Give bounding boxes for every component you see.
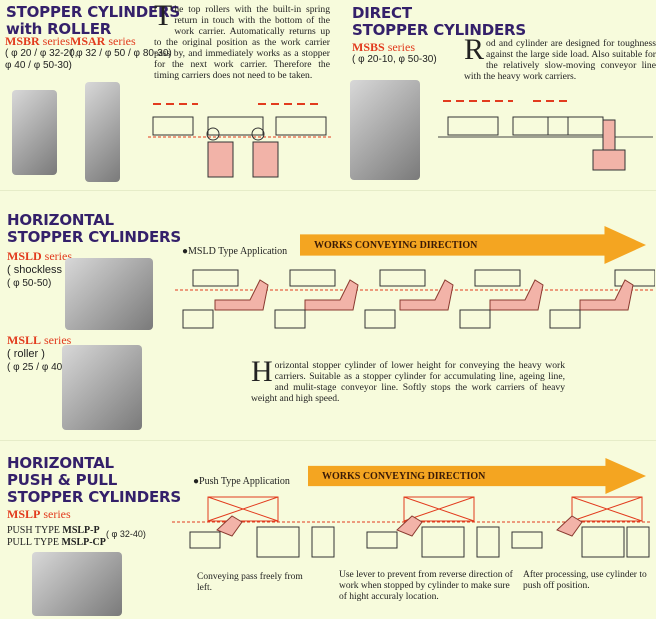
description-text: orizontal stopper cylinder of lower heig… bbox=[251, 360, 565, 404]
series-code: MSLD bbox=[7, 249, 42, 263]
msll-series: MSLL series bbox=[7, 333, 71, 348]
title-line: STOPPER CYLINDERS bbox=[352, 21, 527, 39]
drop-cap: T bbox=[154, 0, 173, 32]
msld-series: MSLD series bbox=[7, 249, 72, 264]
roller-diagram bbox=[148, 103, 333, 178]
mslp-product-photo bbox=[32, 552, 122, 616]
title-line: HORIZONTAL bbox=[7, 454, 114, 472]
push-application-label: ●Push Type Application bbox=[193, 476, 290, 487]
msbr-product-photo bbox=[12, 90, 57, 175]
series-word: series bbox=[387, 40, 416, 54]
msld-application-label: ●MSLD Type Application bbox=[182, 246, 288, 257]
msld-diagram bbox=[175, 269, 655, 329]
series-word: series bbox=[44, 333, 72, 347]
mslp-sizes: ( φ 32-40) bbox=[106, 529, 146, 539]
title-line: STOPPER CYLINDERS bbox=[7, 488, 182, 506]
section-divider bbox=[0, 440, 656, 441]
msll-note: ( roller ) bbox=[7, 348, 45, 360]
step-caption: After processing, use cylinder to push o… bbox=[523, 570, 647, 591]
drop-cap: H bbox=[251, 355, 273, 388]
section-divider bbox=[0, 190, 656, 191]
title-line: with ROLLER bbox=[6, 20, 112, 38]
step-caption: Use lever to prevent from reverse direct… bbox=[339, 570, 513, 602]
msld-sizes: ( φ 50-50) bbox=[7, 278, 52, 289]
title-line: HORIZONTAL bbox=[7, 211, 114, 229]
drop-cap: R bbox=[464, 33, 485, 66]
size-line: φ 40 / φ 50-30) bbox=[5, 60, 72, 71]
msbs-product-photo bbox=[350, 80, 420, 180]
model-code: MSLP-P bbox=[62, 525, 100, 536]
push-type: PUSH TYPE MSLP-P bbox=[7, 525, 106, 537]
msbs-series: MSBS series bbox=[352, 40, 415, 55]
title-line: PUSH & PULL bbox=[7, 471, 118, 489]
conveying-direction-arrow: WORKS CONVEYING DIRECTION bbox=[308, 458, 646, 494]
mslp-types: PUSH TYPE MSLP-P PULL TYPE MSLP-CP bbox=[7, 525, 106, 549]
push-diagram bbox=[172, 496, 652, 558]
msld-product-photo bbox=[65, 258, 153, 330]
title-line: STOPPER CYLINDERS bbox=[7, 228, 182, 246]
description-text: he top rollers with the built-in spring … bbox=[154, 4, 330, 81]
step-caption: Conveying pass freely from left. bbox=[197, 572, 303, 593]
msar-series: MSAR series bbox=[70, 34, 136, 49]
series-word: series bbox=[43, 507, 71, 521]
pull-type: PULL TYPE MSLP-CP bbox=[7, 537, 106, 549]
arrow-label: WORKS CONVEYING DIRECTION bbox=[322, 471, 486, 482]
msll-sizes: ( φ 25 / φ 40-30) bbox=[7, 362, 80, 373]
series-code: MSLP bbox=[7, 507, 41, 521]
direct-diagram bbox=[438, 100, 653, 171]
size-line: ( φ 20 / φ 32-20, bbox=[5, 48, 78, 59]
type-label: PUSH TYPE bbox=[7, 525, 63, 536]
series-code: MSLL bbox=[7, 333, 42, 347]
msar-product-photo bbox=[85, 82, 120, 182]
mslp-series: MSLP series bbox=[7, 507, 71, 522]
arrow-label: WORKS CONVEYING DIRECTION bbox=[314, 240, 478, 251]
model-code: MSLP-CP bbox=[61, 537, 106, 548]
msbr-series: MSBR series bbox=[5, 34, 70, 49]
series-word: series bbox=[42, 34, 70, 48]
type-label: PULL TYPE bbox=[7, 537, 62, 548]
description-text: od and cylinder are designed for toughne… bbox=[464, 38, 656, 82]
series-code: MSBR bbox=[5, 34, 40, 48]
msld-note: ( shockless ) bbox=[7, 264, 69, 276]
msar-sizes: ( φ 32 / φ 50 / φ 80-30) bbox=[70, 48, 172, 59]
series-code: MSAR bbox=[70, 34, 106, 48]
title-line: STOPPER CYLINDERS bbox=[6, 3, 181, 21]
series-code: MSBS bbox=[352, 40, 385, 54]
conveying-direction-arrow: WORKS CONVEYING DIRECTION bbox=[300, 226, 646, 264]
title-line: DIRECT bbox=[352, 4, 412, 22]
msll-product-photo bbox=[62, 345, 142, 430]
series-word: series bbox=[108, 34, 136, 48]
msbr-sizes: ( φ 20 / φ 32-20,φ 40 / φ 50-30) bbox=[5, 48, 77, 72]
msbs-sizes: ( φ 20-10, φ 50-30) bbox=[352, 54, 437, 65]
